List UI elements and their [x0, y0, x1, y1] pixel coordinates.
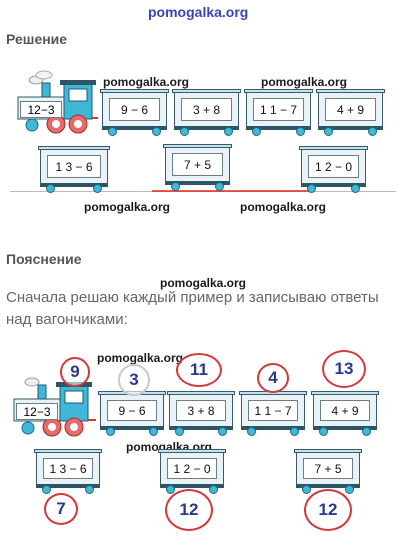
wagon: 4 + 9 [316, 89, 385, 136]
wheel [209, 485, 218, 494]
wheel [171, 182, 180, 191]
wagon: 7 + 5 [163, 144, 232, 191]
answer-circle: 4 [257, 363, 289, 393]
explanation-text: Сначала решаю каждый пример и записываю … [6, 289, 379, 328]
wheel [247, 427, 256, 436]
wheel [42, 485, 51, 494]
wagon-expression: 7 + 5 [172, 153, 223, 176]
wheel [180, 127, 189, 136]
wagon-expression: 1 1 − 7 [248, 400, 298, 421]
wagon-expression: 9 − 6 [107, 400, 157, 421]
wheel [368, 127, 377, 136]
wheel [218, 427, 227, 436]
wheel [296, 127, 305, 136]
wheel [152, 127, 161, 136]
wagon-expression: 4 + 9 [320, 400, 370, 421]
wheel [224, 127, 233, 136]
wheel [106, 427, 115, 436]
watermark[interactable]: pomogalka.org [103, 75, 190, 89]
wagon-expression: 1 3 − 6 [47, 155, 101, 178]
wagon-expression: 3 + 8 [181, 98, 232, 121]
wheel [252, 127, 261, 136]
wheel [362, 427, 371, 436]
answer-circle: 12 [304, 489, 352, 531]
wagon: 9 − 6 [100, 89, 169, 136]
wagon: 1 2 − 0 [158, 449, 226, 494]
wagon: 1 1 − 7 [239, 391, 307, 436]
wheel [93, 184, 102, 193]
answer-circle: 9 [60, 357, 90, 387]
wagon: 3 + 8 [167, 391, 235, 436]
wagon: 7 + 5 [294, 449, 362, 494]
wheel [175, 427, 184, 436]
watermark[interactable]: pomogalka.org [84, 200, 171, 214]
wagon-expression: 7 + 5 [303, 458, 353, 479]
wagon: 1 2 − 0 [299, 146, 368, 193]
wheel [351, 184, 360, 193]
answer-circle: 11 [176, 353, 222, 387]
answer-circle: 13 [322, 350, 366, 388]
wagon: 4 + 9 [311, 391, 379, 436]
wagon-expression: 1 3 − 6 [43, 458, 93, 479]
locomotive: 12−3 [14, 70, 98, 136]
wheel [108, 127, 117, 136]
wheel [345, 485, 354, 494]
wagon-expression: 4 + 9 [325, 98, 376, 121]
wheel [302, 485, 311, 494]
wheel [166, 485, 175, 494]
wagon-expression: 9 − 6 [109, 98, 160, 121]
wheel [149, 427, 158, 436]
watermark[interactable]: pomogalka.org [240, 200, 327, 214]
locomotive-label: 12−3 [20, 101, 62, 118]
wheel [324, 127, 333, 136]
wagon: 9 − 6 [98, 391, 166, 436]
wheel [307, 184, 316, 193]
wagon-expression: 3 + 8 [176, 400, 226, 421]
rail-accent [152, 190, 312, 192]
watermark-top[interactable]: pomogalka.org [148, 4, 249, 20]
solution-heading: Решение [6, 31, 68, 47]
watermark[interactable]: pomogalka.org [261, 75, 348, 89]
watermark[interactable]: pomogalka.org [97, 351, 184, 365]
wagon-expression: 1 1 − 7 [253, 98, 304, 121]
answer-circle: 12 [165, 489, 213, 531]
answer-circle: 7 [44, 493, 78, 525]
wheel [85, 485, 94, 494]
explanation-heading: Пояснение [6, 251, 82, 267]
watermark[interactable]: pomogalka.org [160, 276, 247, 290]
wagon-expression: 1 2 − 0 [167, 458, 217, 479]
wagon: 1 3 − 6 [34, 449, 102, 494]
wheel [215, 182, 224, 191]
locomotive: 12−3 [10, 374, 96, 440]
locomotive-label: 12−3 [16, 403, 58, 420]
wheel [290, 427, 299, 436]
wagon: 1 3 − 6 [38, 146, 110, 193]
wheel [319, 427, 328, 436]
wheel [46, 184, 55, 193]
wagon: 3 + 8 [172, 89, 241, 136]
wagon: 1 1 − 7 [244, 89, 313, 136]
wagon-expression: 1 2 − 0 [308, 155, 359, 178]
answer-circle: 3 [118, 364, 150, 396]
